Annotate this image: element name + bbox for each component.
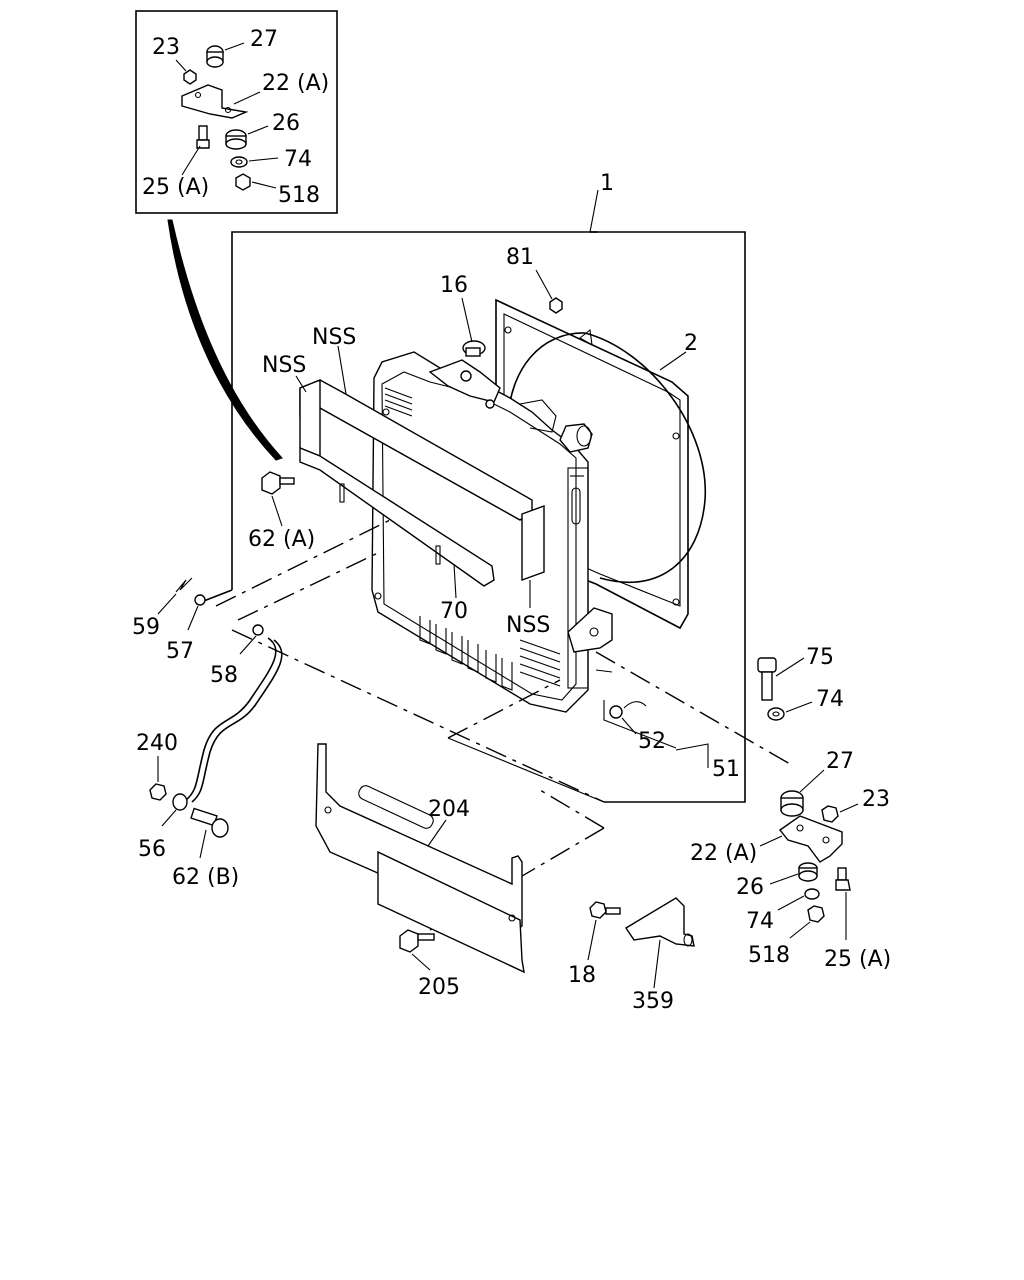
washer-74b bbox=[804, 888, 820, 900]
overflow-pipe bbox=[185, 637, 277, 801]
inset-bolt bbox=[196, 125, 210, 149]
callout-inset-518: 518 bbox=[278, 183, 320, 208]
callout-59: 59 bbox=[132, 615, 160, 640]
rubber-mount-27 bbox=[780, 790, 804, 817]
assembly-frame bbox=[231, 231, 746, 803]
clip-58 bbox=[252, 624, 264, 636]
callout-70: 70 bbox=[440, 599, 468, 624]
bolt-62a bbox=[261, 471, 295, 495]
top-bracket bbox=[428, 359, 501, 409]
lower-baffle-70 bbox=[299, 446, 495, 587]
callout-inset-25a: 25 (A) bbox=[142, 175, 209, 200]
inset-frame bbox=[135, 10, 338, 214]
lower-baffle-204 bbox=[315, 743, 525, 974]
callout-58: 58 bbox=[210, 663, 238, 688]
callout-62b: 62 (B) bbox=[172, 865, 239, 890]
lower-side-bracket bbox=[567, 607, 613, 653]
callout-74b: 74 bbox=[746, 909, 774, 934]
inset-washer bbox=[230, 156, 248, 168]
callout-205: 205 bbox=[418, 975, 460, 1000]
callout-240: 240 bbox=[136, 731, 178, 756]
clip-52 bbox=[609, 701, 647, 719]
clamp-56 bbox=[172, 793, 188, 811]
callout-nss-1: NSS bbox=[262, 353, 306, 378]
core-grille bbox=[384, 387, 561, 687]
callout-51: 51 bbox=[712, 757, 740, 782]
callout-inset-27: 27 bbox=[250, 27, 278, 52]
callout-16: 16 bbox=[440, 273, 468, 298]
bolt-75 bbox=[757, 657, 777, 701]
drain-cock-16 bbox=[462, 340, 486, 357]
inset-nut-518 bbox=[235, 173, 251, 191]
bracket-22a bbox=[778, 815, 843, 863]
callout-nss-2: NSS bbox=[312, 325, 356, 350]
bolt-205 bbox=[399, 929, 435, 953]
callout-75: 75 bbox=[806, 645, 834, 670]
callout-26: 26 bbox=[736, 875, 764, 900]
top-baffle bbox=[299, 378, 533, 521]
callout-74: 74 bbox=[816, 687, 844, 712]
lower-fins bbox=[419, 616, 513, 691]
radiator-core bbox=[371, 351, 593, 713]
callout-23: 23 bbox=[862, 787, 890, 812]
callout-inset-23: 23 bbox=[152, 35, 180, 60]
bolt-25a bbox=[835, 867, 851, 891]
callout-62a: 62 (A) bbox=[248, 527, 315, 552]
callout-56: 56 bbox=[138, 837, 166, 862]
callout-1: 1 bbox=[600, 171, 614, 196]
callout-27: 27 bbox=[826, 749, 854, 774]
bolt-18 bbox=[589, 901, 621, 919]
side-baffle bbox=[521, 505, 545, 581]
nut-240 bbox=[149, 783, 167, 801]
callout-25a: 25 (A) bbox=[824, 947, 891, 972]
callout-2: 2 bbox=[684, 331, 698, 356]
callout-nss-3: NSS bbox=[506, 613, 550, 638]
cushion-26 bbox=[798, 862, 818, 882]
callout-518: 518 bbox=[748, 943, 790, 968]
inset-bracket bbox=[181, 84, 249, 119]
clip-57 bbox=[194, 594, 206, 606]
callout-inset-22a: 22 (A) bbox=[262, 71, 329, 96]
nut-81 bbox=[549, 297, 563, 314]
inset-rubber-mount bbox=[206, 45, 224, 68]
callout-22a: 22 (A) bbox=[690, 841, 757, 866]
callout-inset-26: 26 bbox=[272, 111, 300, 136]
nut-518 bbox=[807, 905, 825, 923]
inset-detail: 23 27 22 (A) 26 74 25 (A) 518 bbox=[135, 10, 338, 214]
inset-pointer-arrow bbox=[167, 219, 283, 461]
nut-23 bbox=[821, 805, 839, 823]
filler-neck bbox=[559, 423, 593, 453]
callout-inset-74: 74 bbox=[284, 147, 312, 172]
inset-nut-23 bbox=[183, 69, 197, 85]
callout-359: 359 bbox=[632, 989, 674, 1014]
callout-18: 18 bbox=[568, 963, 596, 988]
bracket-359 bbox=[625, 897, 695, 947]
callout-204: 204 bbox=[428, 797, 470, 822]
hose-59 bbox=[175, 577, 193, 593]
bolt-62b bbox=[190, 807, 229, 838]
callout-52: 52 bbox=[638, 729, 666, 754]
callout-57: 57 bbox=[166, 639, 194, 664]
callout-81: 81 bbox=[506, 245, 534, 270]
inset-cushion bbox=[225, 129, 247, 150]
washer-74 bbox=[767, 707, 785, 721]
